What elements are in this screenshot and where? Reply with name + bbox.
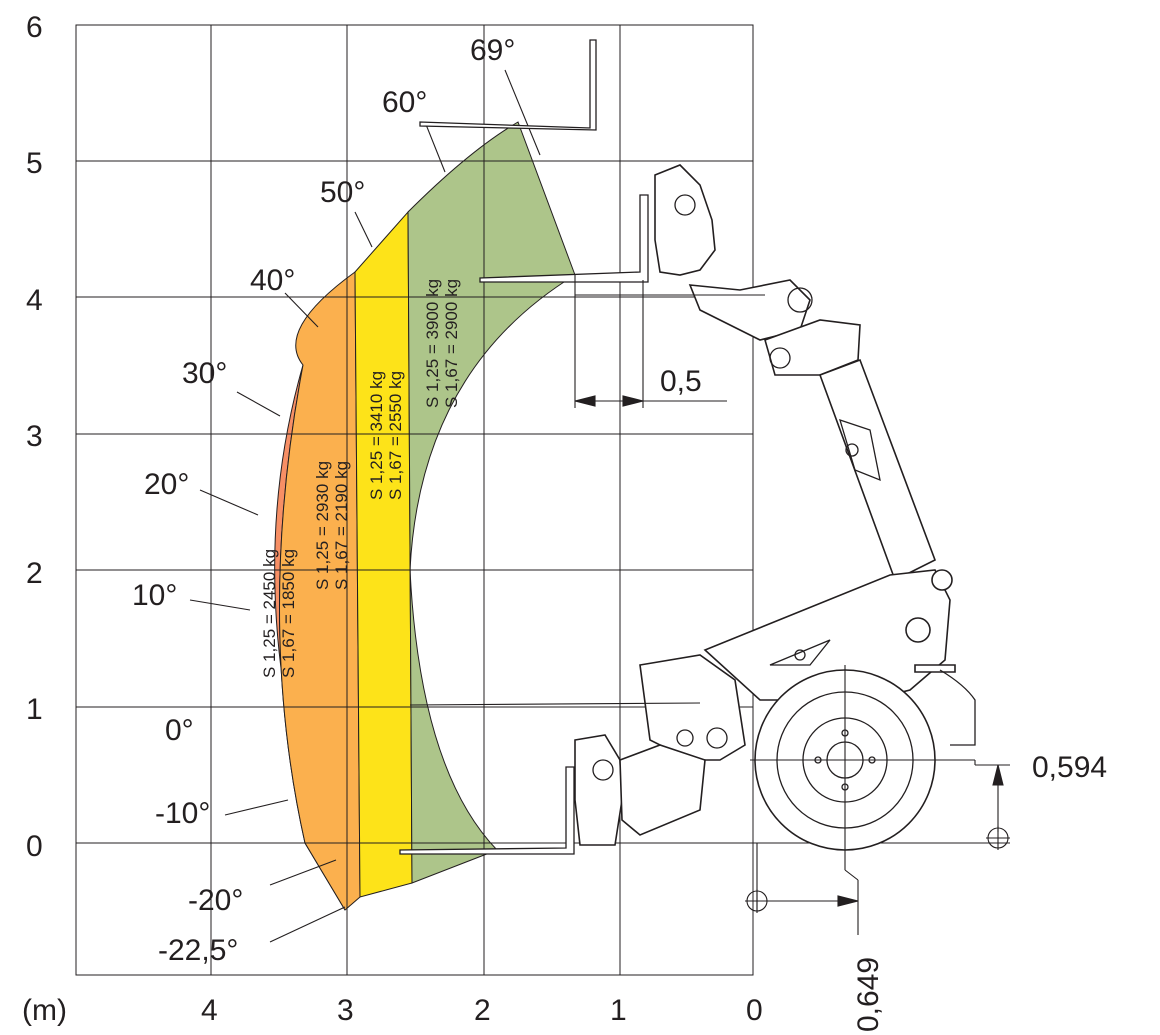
y-tick-4: 4: [26, 284, 43, 317]
zone-1-capacity-line1: S 1,25 = 2450 kg: [260, 549, 279, 678]
angle-label-minus-10: -10°: [155, 797, 210, 830]
zone-2-capacity-line1: S 1,25 = 2930 kg: [313, 461, 332, 590]
angle-label-minus-22-5: -22,5°: [158, 934, 238, 967]
load-center-dimension: 0,5: [574, 275, 727, 408]
front-wheel: [750, 665, 975, 870]
angle-label-40: 40°: [250, 264, 295, 297]
angle-label-20: 20°: [144, 468, 189, 501]
zone-2-capacity-line2: S 1,67 = 2190 kg: [332, 461, 351, 590]
angle-labels: 69° 60° 50° 40° 30° 20° 10° 0° -10° -20°…: [132, 34, 515, 967]
zone-3-capacity-line1: S 1,25 = 3410 kg: [367, 371, 386, 500]
load-zones: [274, 121, 576, 911]
zone-4-capacity-line2: S 1,67 = 2900 kg: [442, 279, 461, 408]
zone-4-fill: [407, 121, 576, 884]
angle-leaders: [189, 69, 541, 943]
x-tick-0: 0: [746, 994, 763, 1027]
angle-label-30: 30°: [182, 357, 227, 390]
unit-label: (m): [22, 994, 67, 1027]
plot-frame: [75, 24, 754, 976]
x-tick-4: 4: [201, 994, 218, 1027]
pivot-height-dimension: 0,594: [974, 751, 1107, 850]
y-tick-5: 5: [26, 147, 43, 180]
angle-label-60: 60°: [382, 86, 427, 119]
zone-3-capacity-line2: S 1,67 = 2550 kg: [386, 371, 405, 500]
y-tick-2: 2: [26, 557, 43, 590]
reference-lines: [409, 294, 765, 706]
angle-label-minus-20: -20°: [188, 884, 243, 917]
angle-label-69: 69°: [470, 34, 515, 67]
x-axis-ticks: (m) 4 3 2 1 0: [22, 994, 763, 1027]
pivot-height-value: 0,594: [1032, 751, 1107, 784]
pivot-offset-dimension: 0,649: [745, 843, 885, 1032]
fork-bottom: [399, 766, 575, 855]
grid: [75, 24, 1010, 976]
y-tick-0: 0: [26, 830, 43, 863]
angle-label-50: 50°: [320, 176, 365, 209]
y-tick-1: 1: [26, 693, 43, 726]
zone-3-fill: [354, 210, 413, 898]
fork-mid: [479, 194, 649, 283]
x-tick-2: 2: [474, 994, 491, 1027]
pivot-offset-value: 0,649: [852, 957, 885, 1032]
zone-2-fill: [279, 271, 361, 911]
zone-1-capacity-line2: S 1,67 = 1850 kg: [279, 549, 298, 678]
load-center-value: 0,5: [660, 365, 702, 398]
angle-label-0: 0°: [165, 714, 194, 747]
machine-lower-carriage: [574, 654, 746, 846]
fork-top: [419, 39, 597, 131]
capacity-labels: S 1,25 = 2450 kg S 1,67 = 1850 kg S 1,25…: [260, 279, 461, 678]
angle-label-10: 10°: [132, 579, 177, 612]
zone-4-capacity-line1: S 1,25 = 3900 kg: [423, 279, 442, 408]
y-tick-6: 6: [26, 11, 43, 44]
y-axis-ticks: 6 5 4 3 2 1 0: [26, 11, 43, 863]
x-tick-3: 3: [337, 994, 354, 1027]
y-tick-3: 3: [26, 420, 43, 453]
x-tick-1: 1: [610, 994, 627, 1027]
